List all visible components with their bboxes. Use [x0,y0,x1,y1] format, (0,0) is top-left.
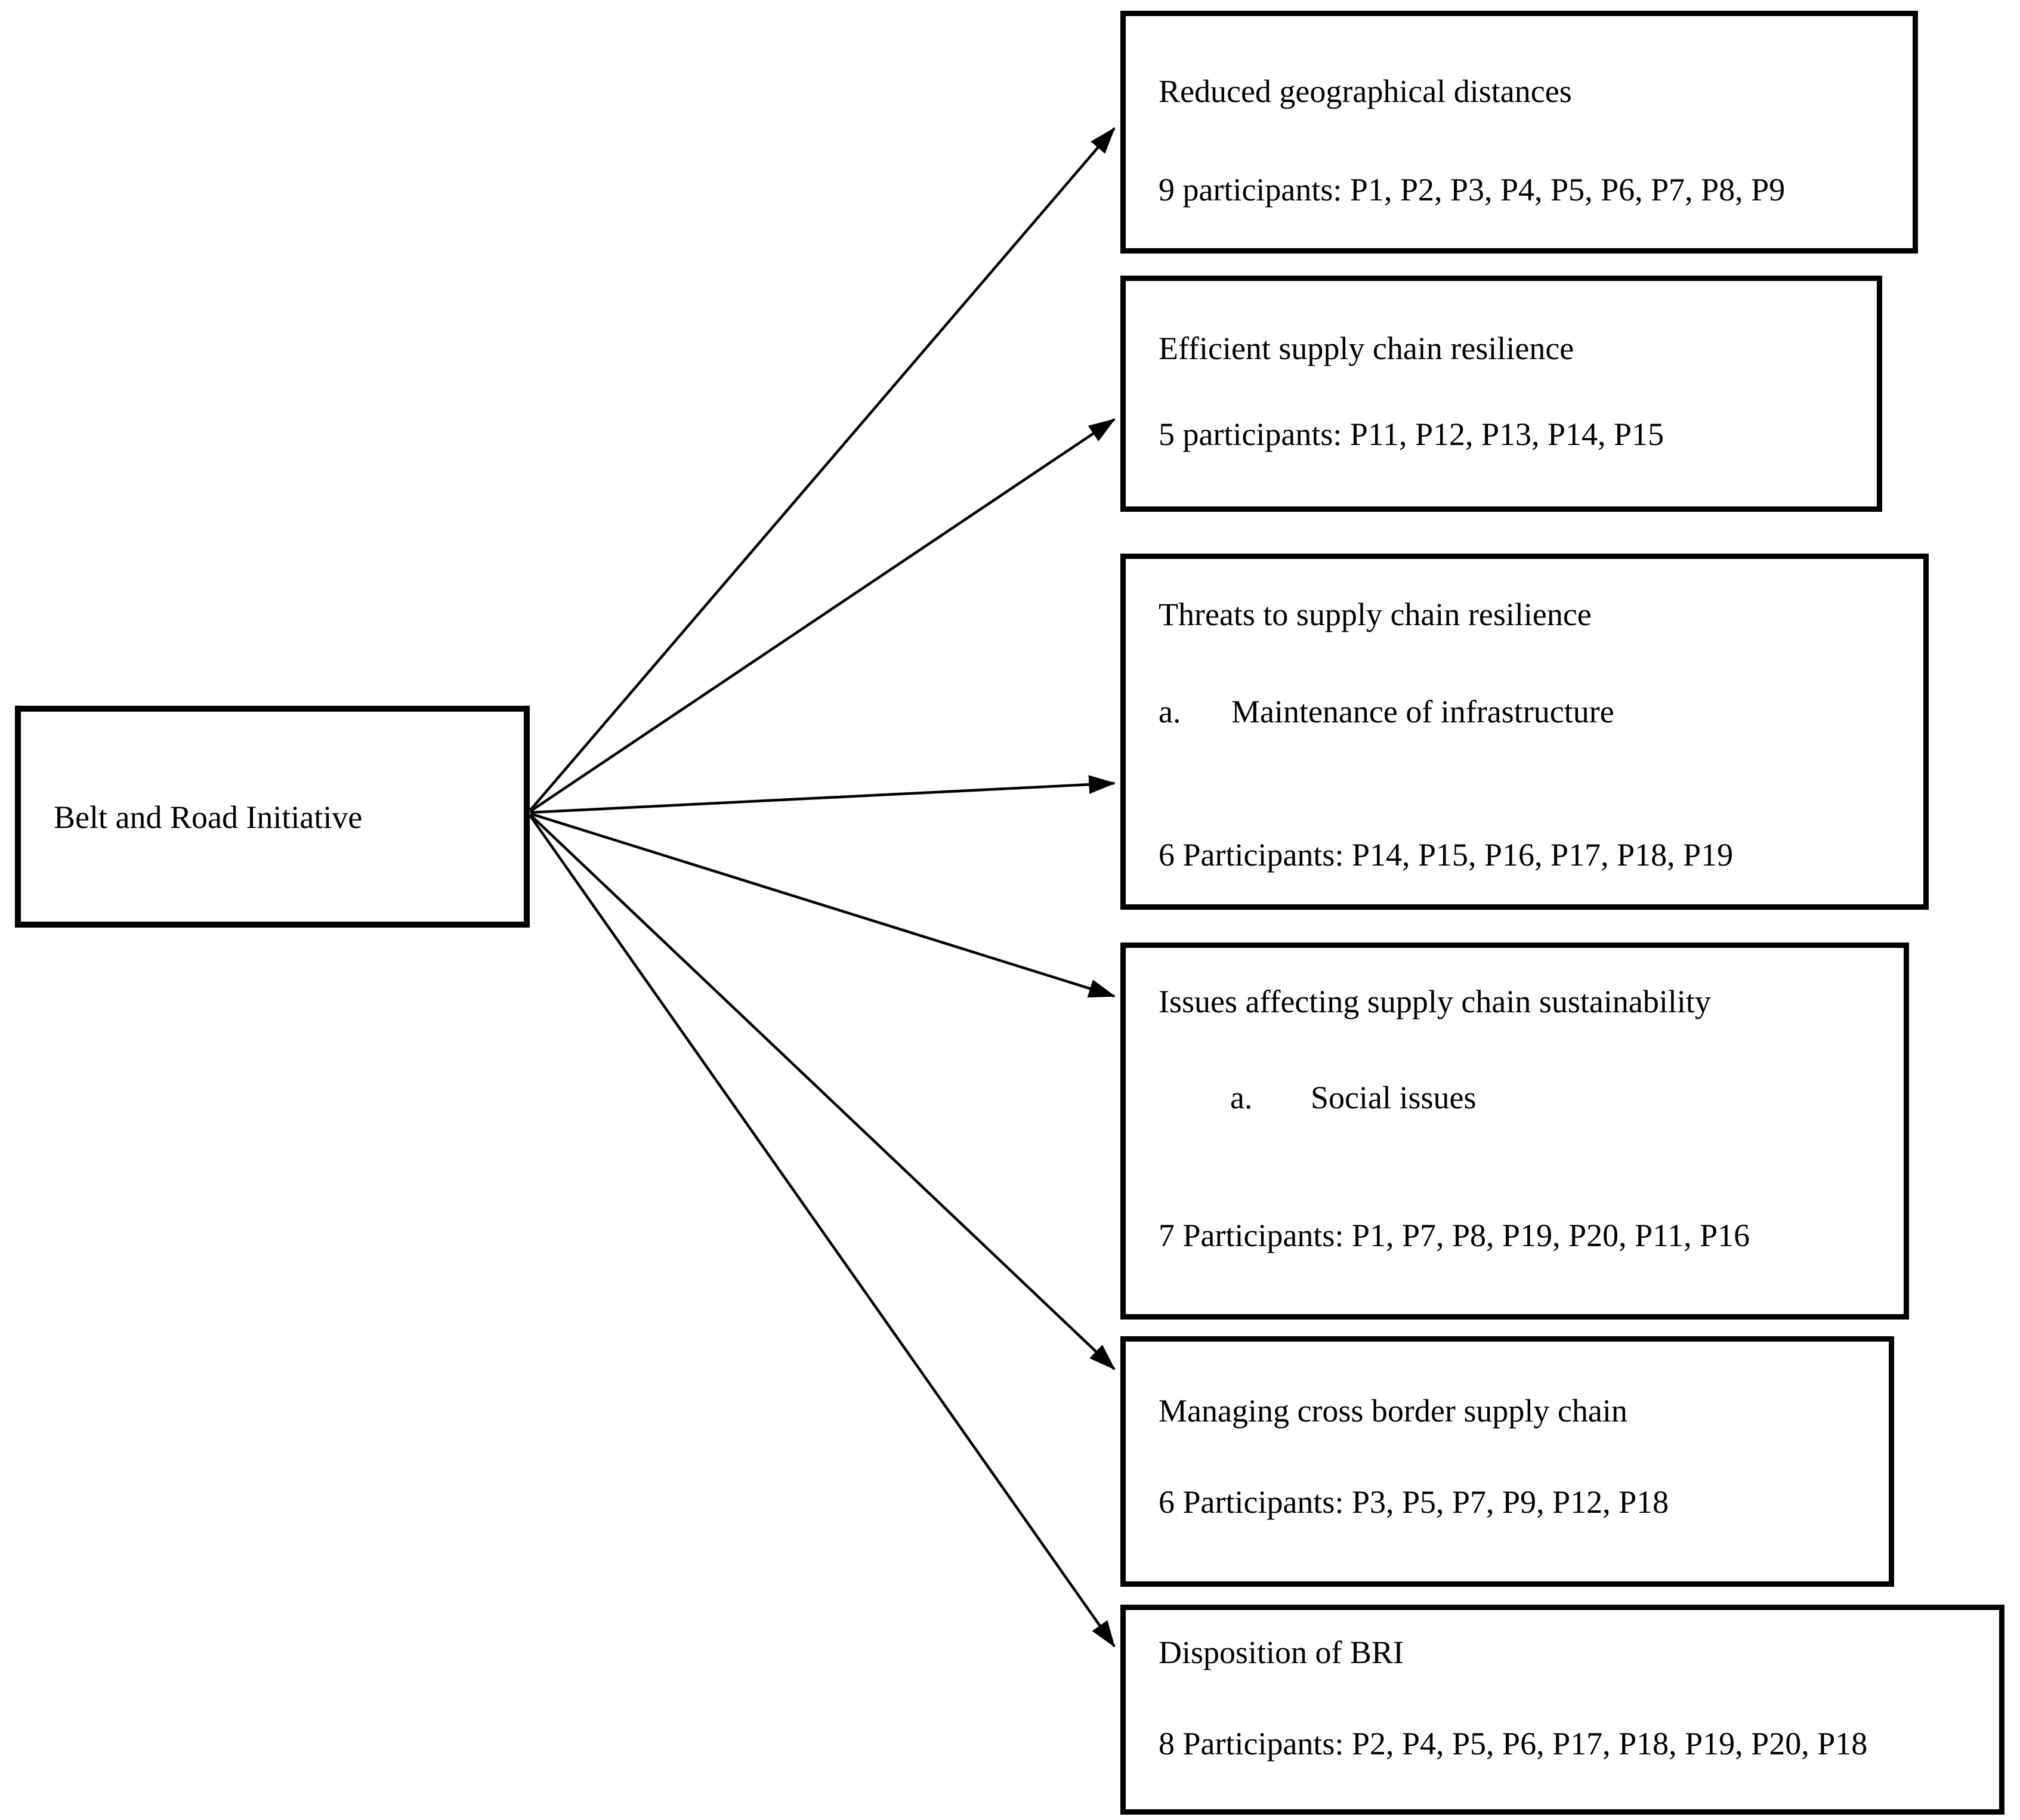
participants-line: 7 Participants: P1, P7, P8, P19, P20, P1… [1159,1218,1750,1253]
node-threats-to-supply-chain-resilience: Threats to supply chain resilience a. Mai… [1120,554,1929,910]
sub-item-marker: a. [1159,694,1181,730]
box-title: Managing cross border supply chain [1159,1393,1627,1429]
box-title: Threats to supply chain resilience [1159,597,1592,632]
sub-item-text: Maintenance of infrastructure [1231,694,1614,730]
participants-line: 8 Participants: P2, P4, P5, P6, P17, P18… [1159,1726,1868,1762]
participants-line: 9 participants: P1, P2, P3, P4, P5, P6, … [1159,172,1786,208]
box-title: Reduced geographical distances [1159,73,1572,109]
node-issues-affecting-supply-chain-sustainability: Issues affecting supply chain sustainabi… [1120,943,1909,1320]
participants-line: 6 Participants: P3, P5, P7, P9, P12, P18 [1159,1484,1669,1520]
node-disposition-of-bri: Disposition of BRI 8 Participants: P2, P… [1120,1605,2004,1815]
node-reduced-geographical-distances: Reduced geographical distances 9 partici… [1120,11,1918,254]
participants-line: 6 Participants: P14, P15, P16, P17, P18,… [1159,837,1734,873]
arrow-to-managing-cross-border-supply-chain [529,814,1116,1370]
sub-item-marker: a. [1230,1080,1253,1116]
arrow-to-threats-to-supply-chain-resilience [530,775,1116,814]
arrow-to-disposition-of-bri [529,815,1116,1648]
node-managing-cross-border-supply-chain: Managing cross border supply chain 6 Par… [1120,1336,1894,1587]
participants-line: 5 participants: P11, P12, P13, P14, P15 [1159,416,1664,452]
arrow-to-efficient-supply-chain-resilience [529,418,1116,812]
node-belt-and-road-initiative: Belt and Road Initiative [15,706,530,928]
arrow-to-reduced-geographical-distances [529,127,1116,811]
node-efficient-supply-chain-resilience: Efficient supply chain resilience 5 part… [1120,276,1882,512]
box-title: Disposition of BRI [1159,1634,1404,1670]
sub-item-line: a. Social issues [1230,1077,1892,1118]
sub-item-text: Social issues [1311,1080,1477,1116]
arrow-to-issues-affecting-supply-chain-sustainability [530,812,1116,998]
sub-item-line: a. Maintenance of infrastructure [1159,691,1911,733]
node-label: Belt and Road Initiative [54,799,363,835]
box-title: Efficient supply chain resilience [1159,330,1574,366]
box-title: Issues affecting supply chain sustainabi… [1159,984,1711,1019]
